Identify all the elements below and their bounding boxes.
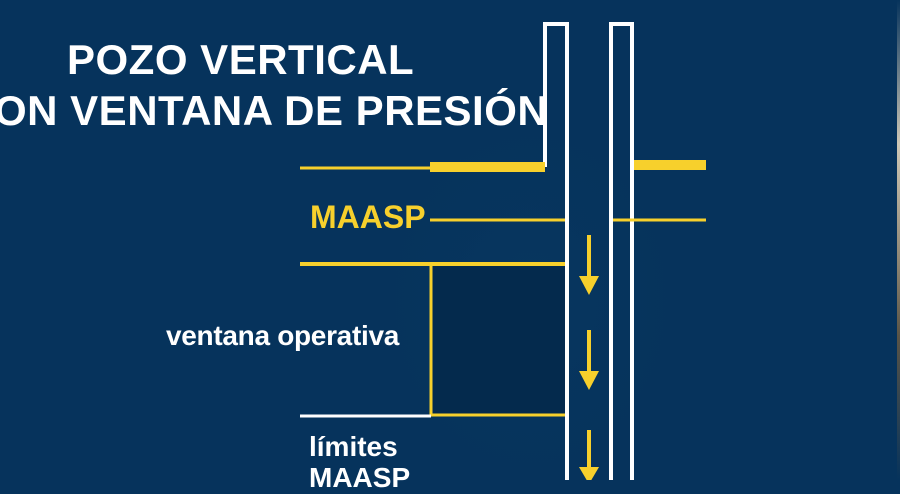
right-pipe [609, 22, 634, 480]
arrow-down-icon [579, 330, 599, 390]
title-line-1: POZO VERTICAL [67, 36, 415, 83]
arrow-down-icon [579, 235, 599, 295]
limits-label: límites [309, 431, 398, 462]
right-edge-strip [897, 0, 900, 480]
casing-seat-line [300, 160, 706, 172]
operating-window-label: ventana operativa [166, 320, 399, 351]
well-diagram [300, 22, 706, 480]
arrow-down-icon [579, 430, 599, 480]
left-pipe [543, 22, 569, 480]
title-line-2: ON VENTANA DE PRESIÓN [0, 87, 549, 134]
operating-window [300, 262, 565, 418]
maasp-label: MAASP [310, 199, 426, 235]
limits-maasp-label: MAASP [309, 462, 411, 493]
